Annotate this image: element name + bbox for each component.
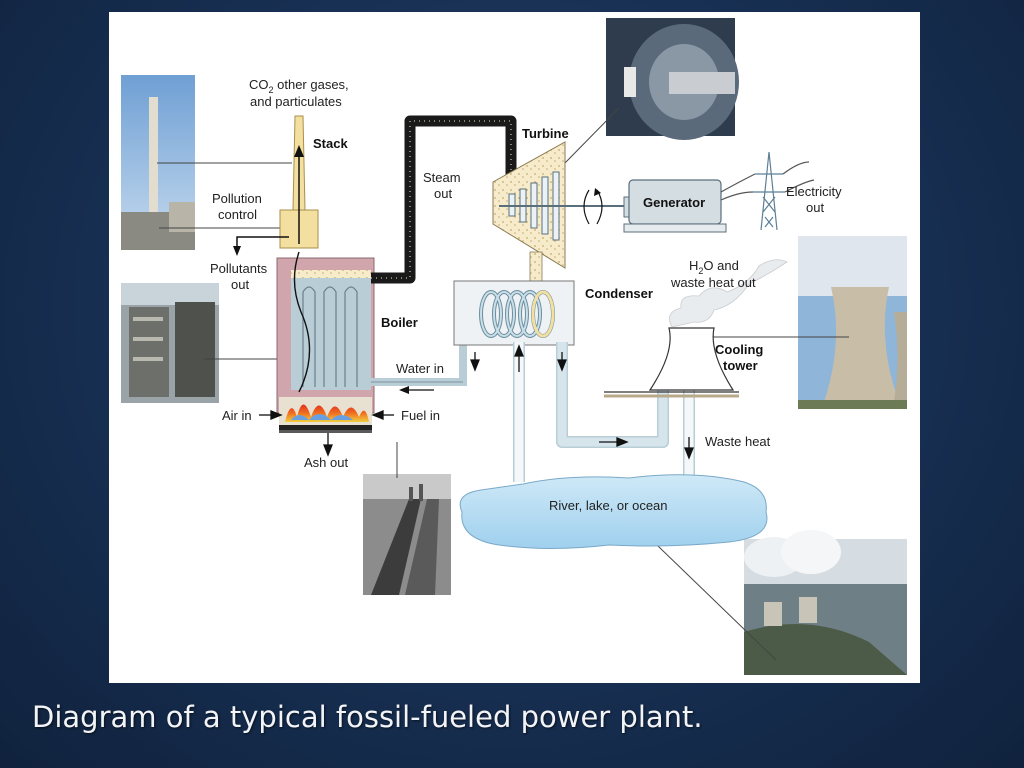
particulates-label: and particulates: [250, 94, 342, 109]
steam-out-label-2: out: [434, 186, 452, 201]
slide-caption: Diagram of a typical fossil-fueled power…: [32, 700, 703, 734]
waste-heat-out-label: waste heat out: [670, 275, 756, 290]
pollutants-out-label: Pollutants: [210, 261, 268, 276]
boiler-label: Boiler: [381, 315, 418, 330]
generator: [623, 179, 727, 233]
pollution-control-label: Pollution: [212, 191, 262, 206]
water-in-label: Water in: [396, 361, 444, 376]
ash-out-label: Ash out: [304, 455, 348, 470]
pollutants-out-label-2: out: [231, 277, 249, 292]
condenser-label: Condenser: [585, 286, 653, 301]
steam-out-label: Steam: [423, 170, 461, 185]
cooling-tower-label: Cooling: [715, 342, 763, 357]
power-plant-diagram: CO2 other gases, and particulates Stack …: [121, 18, 907, 675]
aerial-plant-photo: [744, 530, 907, 675]
river-label: River, lake, or ocean: [549, 498, 668, 513]
diagram-panel: CO2 other gases, and particulates Stack …: [109, 12, 920, 683]
h2o-label: H2O and: [689, 258, 739, 276]
water-in-pipe: [371, 330, 467, 394]
waste-heat-label: Waste heat: [705, 434, 771, 449]
co2-label: CO2 other gases,: [249, 77, 349, 95]
fuel-in-label: Fuel in: [401, 408, 440, 423]
stack: [233, 115, 319, 256]
generator-label: Generator: [643, 195, 705, 210]
steam-pipe: [371, 115, 517, 284]
air-in-label: Air in: [222, 408, 252, 423]
turbine-photo: [606, 18, 739, 140]
cooling-tower-label-2: tower: [723, 358, 758, 373]
cooling-water-pipes: [470, 342, 695, 482]
cooling-tower-photo: [798, 236, 907, 409]
electricity-out-label: Electricity: [786, 184, 842, 199]
pollution-control-label-2: control: [218, 207, 257, 222]
boiler: [276, 251, 375, 433]
electricity-pylon: [720, 151, 815, 231]
stack-label: Stack: [313, 136, 348, 151]
cooling-tower: [604, 259, 788, 398]
river-lake-ocean: [459, 474, 768, 549]
electricity-out-label-2: out: [806, 200, 824, 215]
boiler-io-arrows: [259, 410, 394, 457]
turbine-label: Turbine: [522, 126, 569, 141]
photo-connector-lines: [157, 107, 849, 661]
boiler-building-photo: [121, 283, 219, 403]
coal-train-photo: [363, 474, 451, 595]
condenser: [453, 280, 575, 346]
